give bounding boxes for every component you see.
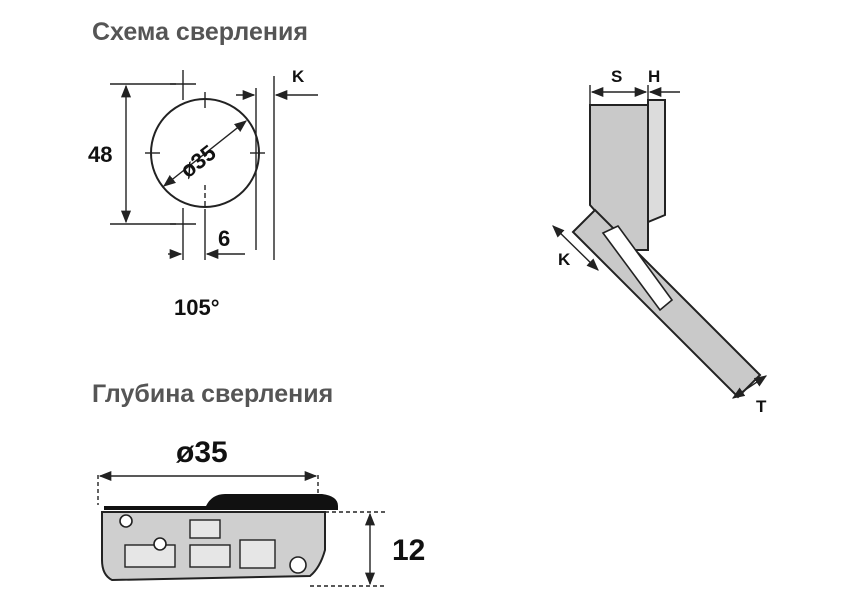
height-label: 48	[88, 142, 112, 167]
rivet-icon	[119, 514, 133, 528]
diameter-arrow	[163, 120, 247, 187]
depth-label: 12	[392, 534, 425, 567]
cabinet-side-panel	[589, 104, 649, 251]
drilling-scheme: ø35 48 6 K 105°	[88, 67, 318, 320]
title-drilling-depth: Глубина сверления	[92, 380, 333, 408]
mounting-plate	[647, 99, 666, 224]
k-label-side: K	[558, 250, 571, 269]
title-drilling-scheme: Схема сверления	[92, 18, 308, 46]
offset-label: 6	[218, 226, 230, 251]
screw-hole-top	[170, 70, 196, 100]
t-arrow	[731, 375, 768, 399]
hinge-side-view: S H K T	[552, 67, 768, 416]
k-arrow-side	[552, 225, 599, 271]
rivet-icon	[153, 537, 167, 551]
k-label-scheme: K	[292, 67, 305, 86]
depth-diameter-label: ø35	[176, 436, 228, 469]
t-label: T	[756, 397, 767, 416]
h-label: H	[648, 67, 660, 86]
spring-pin-icon	[289, 556, 307, 574]
hinge-cup-slot	[601, 224, 674, 312]
s-label: S	[611, 67, 622, 86]
angle-label: 105°	[174, 295, 220, 320]
hinge-arm-plate	[104, 494, 338, 510]
drilling-depth: ø35 12	[97, 436, 425, 587]
